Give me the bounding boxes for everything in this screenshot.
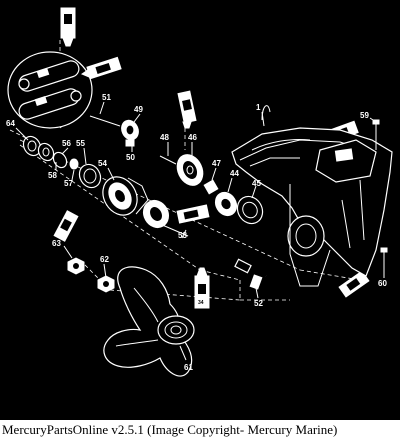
callout-64: 64 xyxy=(6,119,15,128)
callout-95-top-label: 95 xyxy=(98,68,104,74)
callout-57: 57 xyxy=(64,179,73,188)
bolt-60 xyxy=(380,247,388,270)
bearing-45 xyxy=(236,195,264,225)
lubricant-tube-95-left xyxy=(53,210,79,242)
shift-spring-51 xyxy=(89,115,121,127)
callout-53: 53 xyxy=(178,231,187,240)
callout-56: 56 xyxy=(62,139,71,148)
gear-housing xyxy=(231,105,393,287)
image-copyright-caption: MercuryPartsOnline v2.5.1 (Image Copyrig… xyxy=(0,420,400,440)
prop-washer-62 xyxy=(97,275,115,293)
bearing-carrier-54 xyxy=(102,176,149,216)
callout-60: 60 xyxy=(378,279,387,288)
lubricant-tube-95-right xyxy=(177,90,197,129)
leader-lines xyxy=(15,101,385,361)
exploded-view-svg: 7 95 7 87 34 xyxy=(6,7,393,377)
callout-34-label: 34 xyxy=(198,300,204,306)
gear-44 xyxy=(214,191,238,217)
parts-diagram: 7 95 7 87 34 xyxy=(6,7,393,377)
callout-61: 61 xyxy=(184,363,193,372)
propeller-shaft xyxy=(159,223,267,277)
gear-46 xyxy=(176,154,204,186)
part-52 xyxy=(249,274,263,290)
callout-44: 44 xyxy=(230,169,239,178)
propeller xyxy=(103,266,195,377)
lubricant-tube-34: 34 xyxy=(194,267,210,309)
callout-59: 59 xyxy=(360,111,369,120)
lubricant-tube-87: 87 xyxy=(176,204,210,224)
callout-58: 58 xyxy=(48,171,57,180)
pinion-49 xyxy=(121,119,139,147)
callout-48: 48 xyxy=(160,133,169,142)
callout-52: 52 xyxy=(254,299,263,308)
callout-47: 47 xyxy=(212,159,221,168)
callouts: 1 51 49 48 46 47 44 45 50 64 56 55 58 57… xyxy=(6,93,387,372)
callout-55: 55 xyxy=(76,139,85,148)
forward-gear xyxy=(142,199,170,229)
lubricant-tube-95-top: 95 xyxy=(80,56,122,80)
callout-63: 63 xyxy=(52,239,61,248)
pin-48 xyxy=(159,155,177,165)
seals-washers xyxy=(22,135,102,189)
callout-50: 50 xyxy=(126,153,135,162)
detail-inset xyxy=(7,51,93,129)
callout-87-tube-label: 87 xyxy=(186,213,192,219)
callout-7-label: 7 xyxy=(65,18,68,24)
callout-51: 51 xyxy=(102,93,111,102)
lubricant-tube-7: 7 xyxy=(60,7,76,47)
callout-1: 1 xyxy=(256,103,261,112)
callout-49: 49 xyxy=(134,105,143,114)
callout-45: 45 xyxy=(252,179,261,188)
callout-62: 62 xyxy=(100,255,109,264)
part-47 xyxy=(203,179,219,195)
callout-46: 46 xyxy=(188,133,197,142)
prop-nut-63 xyxy=(67,257,85,275)
lubricant-tube-bottom-right xyxy=(338,270,370,298)
callout-54: 54 xyxy=(98,159,107,168)
